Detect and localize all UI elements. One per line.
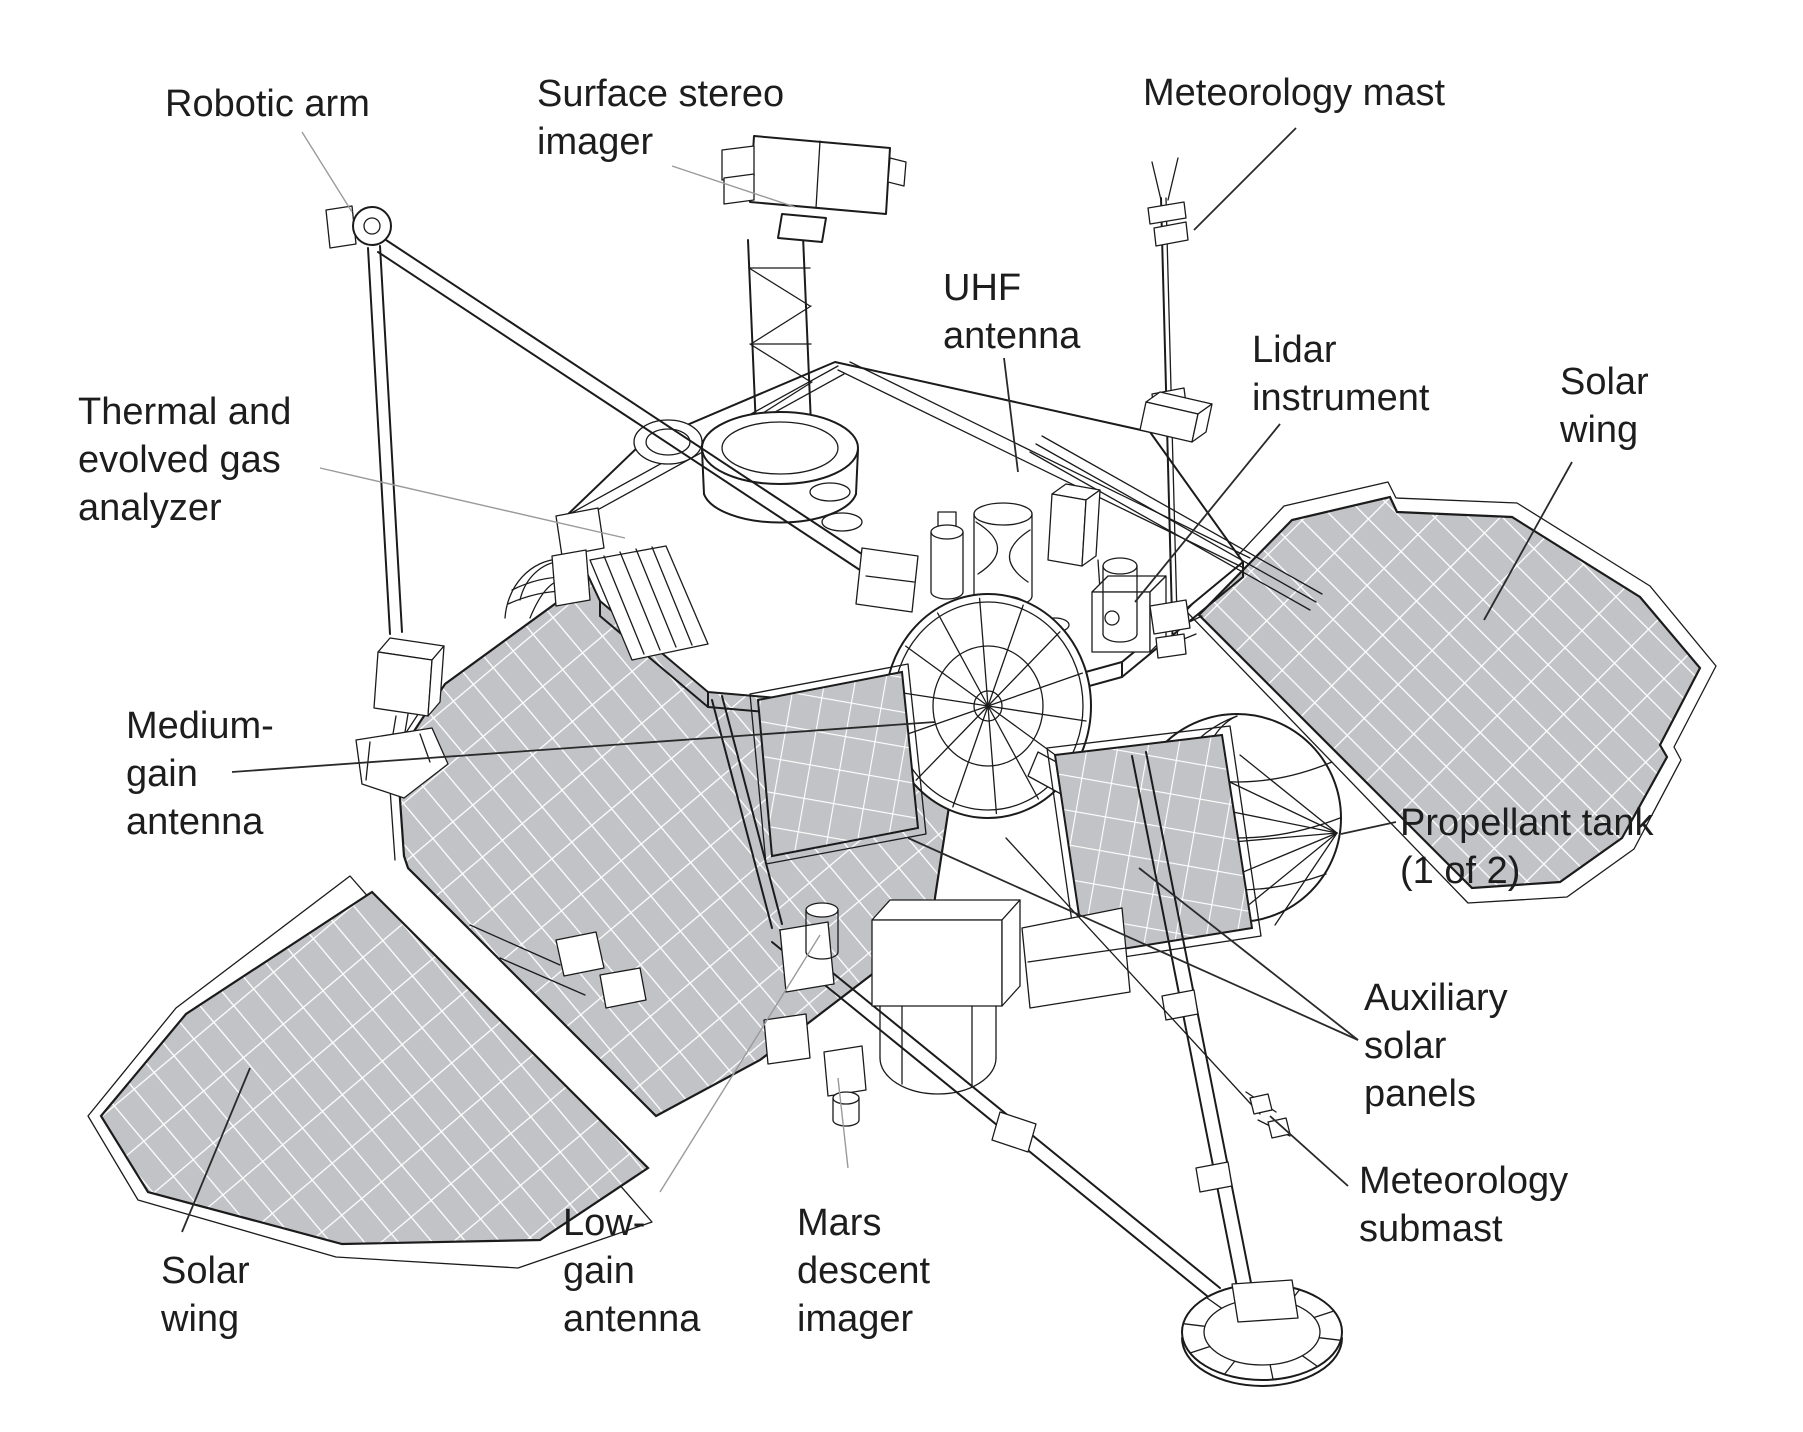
solar-wing-right	[1185, 481, 1717, 904]
leader-line-auxiliary-solar-panels	[907, 837, 1359, 1041]
leader-line-surface-stereo-imager	[671, 165, 796, 208]
leader-line-medium-gain-antenna	[231, 721, 936, 773]
deck-canister	[930, 511, 964, 600]
leader-line-lidar-instrument	[1134, 423, 1281, 603]
leader-line-mars-descent-imager	[837, 1077, 849, 1169]
ssi-base-drum	[701, 411, 859, 485]
wing-hinge-struts	[469, 695, 783, 1009]
thermal-evolved-gas-analyzer	[551, 507, 709, 661]
leader-line-auxiliary-solar-panels	[1138, 867, 1359, 1041]
leader-line-meteorology-submast	[1269, 1115, 1349, 1187]
arm-elbow	[855, 547, 919, 613]
label-text-meteorology-mast: Meteorology mast	[1143, 72, 1445, 114]
equipment-boxes	[1047, 483, 1138, 643]
lander-leg-right	[771, 751, 1253, 1301]
footpad	[1181, 1279, 1343, 1387]
leader-line-robotic-arm	[301, 131, 353, 213]
leader-line-meteorology-mast	[1193, 127, 1297, 231]
label-text-propellant-tank: Propellant tank(1 of 2)	[1400, 802, 1654, 892]
auxiliary-solar-panel-left	[749, 663, 927, 865]
leader-line-low-gain-antenna	[659, 934, 821, 1193]
surface-stereo-imager	[701, 135, 907, 524]
arm-scoop	[355, 727, 449, 799]
label-meteorology-mast: Meteorology mast	[1143, 72, 1445, 231]
robotic-arm	[325, 205, 919, 799]
label-propellant-tank: Propellant tank(1 of 2)	[1340, 802, 1654, 892]
label-robotic-arm: Robotic arm	[165, 83, 370, 213]
meteorology-submast	[1005, 837, 1291, 1139]
leader-line-thermal-evolved-gas-analyzer	[319, 467, 626, 539]
auxiliary-solar-panel-right	[1046, 725, 1262, 965]
leader-line-propellant-tank	[1340, 821, 1397, 835]
leader-line-uhf-antenna	[1003, 357, 1019, 473]
label-text-robotic-arm: Robotic arm	[165, 83, 370, 125]
leader-line-solar-wing-right	[1483, 461, 1573, 621]
solar-wing-left-outer-panel	[87, 875, 653, 1269]
meteorology-mast	[1139, 157, 1213, 659]
leader-line-solar-wing-left	[181, 1067, 251, 1233]
